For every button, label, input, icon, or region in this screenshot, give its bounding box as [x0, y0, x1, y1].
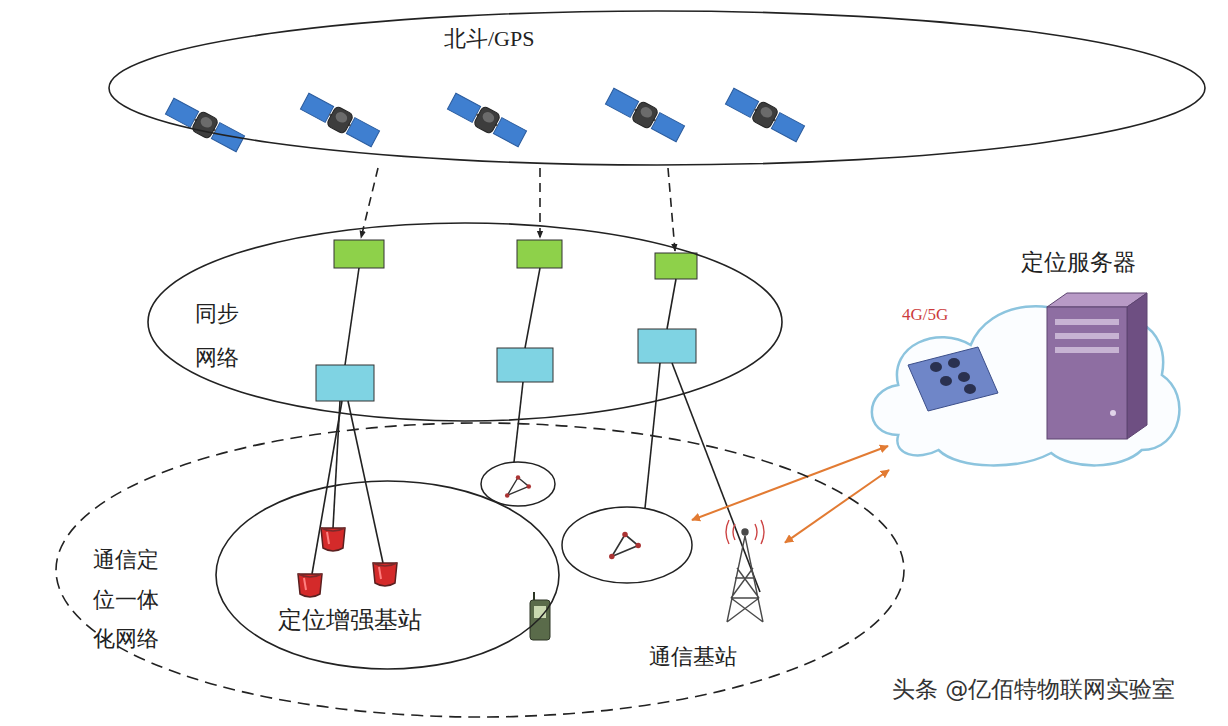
- node-label: 同步 网络: [195, 292, 241, 380]
- router-icon: [908, 347, 998, 411]
- satellite-links: [361, 168, 675, 251]
- cloud-link: [692, 446, 888, 520]
- node-label: 定位服务器: [1021, 249, 1126, 277]
- enhancement-cell: 定位增强基站: [215, 480, 560, 670]
- outline: [148, 223, 782, 421]
- node-label: 北斗/GPS: [444, 26, 1228, 52]
- node-label: 4G/5G: [902, 305, 1228, 325]
- sync-boxes: [316, 240, 697, 401]
- dashed-outline: [55, 422, 905, 718]
- network-cloud: 4G/5G定位服务器: [858, 285, 1185, 470]
- ellipse-outline: [215, 480, 560, 670]
- watermark-box: 头条 @亿佰特物联网实验室: [888, 674, 1179, 705]
- link-arrow: [785, 470, 889, 543]
- watermark: 头条 @亿佰特物联网实验室: [888, 674, 1179, 705]
- outline: [56, 423, 904, 717]
- node-label: 定位增强基站: [278, 606, 623, 635]
- sync-wires: [312, 268, 760, 592]
- location-server: 定位服务器: [1043, 293, 1148, 441]
- satellites: [165, 87, 806, 154]
- positioning-base-stations: [298, 528, 397, 597]
- outline: [109, 11, 1205, 165]
- ellipse-outline: [147, 222, 783, 422]
- comm-base-station: 通信基站: [705, 518, 785, 623]
- sync-network: 同步 网络: [147, 222, 783, 422]
- integrated-network: 通信定 位一体 化网络定位增强基站通信基站: [55, 422, 905, 718]
- ellipse-outline: [108, 10, 1206, 166]
- tower-outline: [705, 518, 785, 623]
- node-label: 通信定 位一体 化网络: [93, 540, 161, 659]
- outline: [216, 481, 559, 669]
- satellite-system: 北斗/GPS: [108, 10, 1206, 166]
- server-outline: [1043, 293, 1148, 441]
- sub-cells: [481, 462, 692, 583]
- server-icon: [1047, 293, 1147, 439]
- tower-icon: [726, 520, 764, 622]
- mobile-phone: [530, 592, 550, 640]
- node-label: 通信基站: [649, 644, 729, 670]
